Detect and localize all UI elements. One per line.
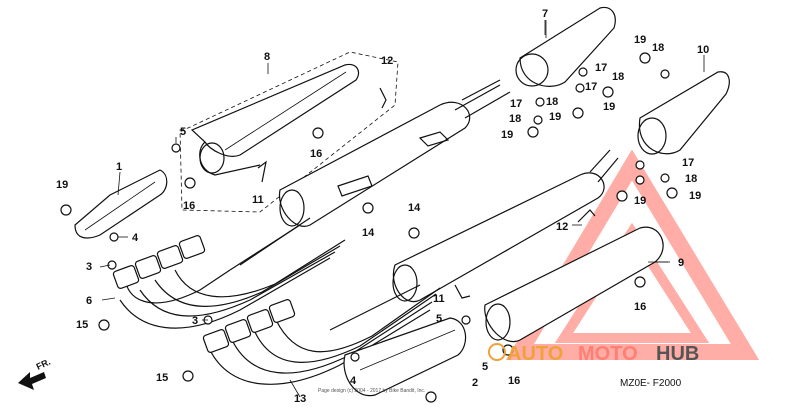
label-2: 2 — [472, 377, 478, 389]
fine-print: Page design (c) 2004 - 2017 by Bike Band… — [318, 388, 425, 394]
leader-lines — [99, 20, 705, 398]
label-16: 16 — [508, 375, 520, 387]
part-labels: 1 2 3 3 4 4 5 5 5 6 7 8 9 10 11 11 12 12… — [56, 8, 709, 405]
front-direction-arrow: FR. — [18, 357, 52, 390]
end-cap-7 — [515, 6, 616, 87]
diagram-code: MZ0E- F2000 — [620, 378, 682, 389]
label-15: 15 — [76, 319, 88, 331]
label-17: 17 — [510, 98, 522, 110]
label-3: 3 — [192, 315, 198, 327]
label-3: 3 — [86, 261, 92, 273]
hardware — [60, 52, 678, 403]
label-15: 15 — [156, 372, 168, 384]
label-18: 18 — [612, 71, 624, 83]
label-4: 4 — [350, 375, 357, 387]
label-18: 18 — [652, 42, 664, 54]
exhaust-pipe-lower — [202, 284, 441, 385]
end-cap-10 — [637, 71, 730, 155]
label-1: 1 — [116, 161, 122, 173]
label-10: 10 — [697, 44, 709, 56]
label-12: 12 — [381, 55, 393, 67]
label-16: 16 — [183, 200, 195, 212]
label-8: 8 — [264, 51, 270, 63]
label-13: 13 — [294, 393, 306, 405]
protector-1 — [74, 169, 168, 239]
label-9: 9 — [678, 257, 684, 269]
rear-muffler — [392, 149, 619, 303]
watermark-text: AUTO MOTO HUB — [488, 343, 699, 365]
label-19: 19 — [549, 111, 561, 123]
heat-shield-8 — [179, 51, 399, 213]
label-17: 17 — [682, 157, 694, 169]
direction-label: FR. — [35, 357, 52, 372]
label-19: 19 — [603, 101, 615, 113]
label-17: 17 — [595, 62, 607, 74]
label-19: 19 — [501, 129, 513, 141]
label-14: 14 — [408, 202, 421, 214]
label-19: 19 — [634, 34, 646, 46]
label-11: 11 — [433, 293, 445, 305]
label-18: 18 — [546, 96, 558, 108]
label-6: 6 — [86, 295, 92, 307]
exhaust-pipe-upper — [112, 217, 346, 329]
label-5: 5 — [180, 126, 186, 138]
watermark-auto: AUTO — [507, 343, 563, 365]
label-7: 7 — [542, 8, 548, 20]
label-17: 17 — [585, 81, 597, 93]
watermark-moto: MOTO — [578, 343, 638, 365]
label-5: 5 — [482, 361, 488, 373]
label-18: 18 — [685, 173, 697, 185]
label-11: 11 — [252, 194, 264, 206]
label-19: 19 — [634, 195, 646, 207]
label-5: 5 — [436, 313, 442, 325]
label-12: 12 — [556, 221, 568, 233]
label-4: 4 — [132, 232, 139, 244]
protector-2 — [343, 317, 467, 397]
label-16: 16 — [310, 148, 322, 160]
front-muffler — [278, 79, 511, 227]
label-16: 16 — [634, 301, 646, 313]
label-18: 18 — [509, 113, 521, 125]
label-19: 19 — [56, 179, 68, 191]
label-19: 19 — [689, 190, 701, 202]
label-14: 14 — [362, 227, 375, 239]
watermark-hub: HUB — [656, 343, 699, 365]
